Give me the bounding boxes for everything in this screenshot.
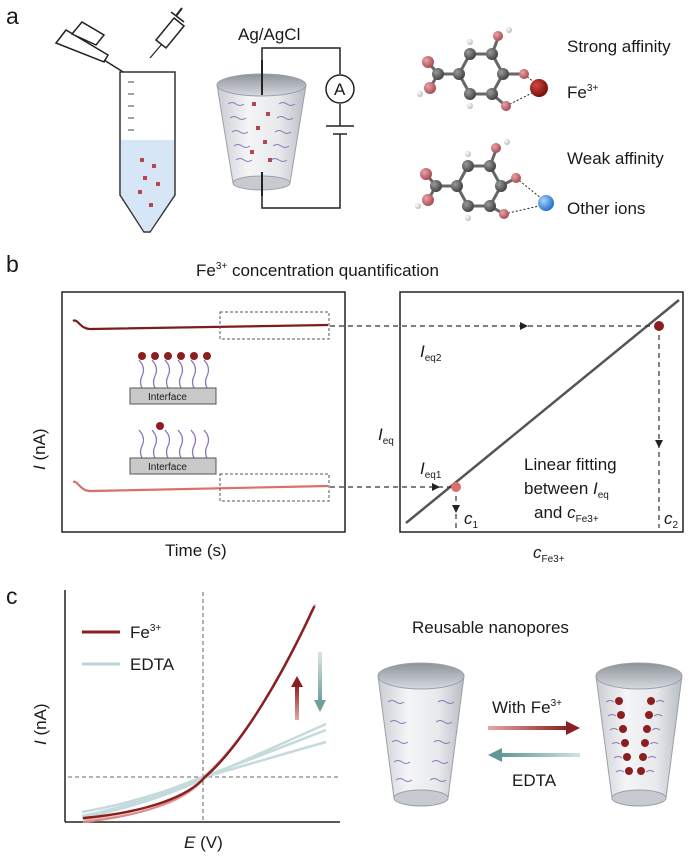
- iv-edta: [81, 722, 327, 820]
- molecule-weak: [415, 139, 554, 221]
- other-ions-label: Other ions: [567, 199, 645, 218]
- nanopore-cup-loaded: [595, 662, 683, 807]
- panel-b-xlabel: Time (s): [165, 541, 227, 560]
- syringe-icon: [149, 7, 186, 59]
- other-ion-ball: [538, 195, 554, 211]
- current-trace-plot: [61, 291, 346, 533]
- panel-c-letter: c: [6, 583, 18, 609]
- panel-c-xlabel: E (V): [184, 833, 223, 852]
- fit-caption-3: and cFe3+: [534, 503, 599, 525]
- c1-label: c1: [464, 509, 479, 531]
- panel-c-ylabel: I (nA): [31, 703, 50, 745]
- ieq1-label: Ieq1: [420, 459, 442, 481]
- panel-a-letter: a: [6, 3, 19, 29]
- legend-fe: Fe3+: [130, 623, 161, 642]
- panel-b-right-xlabel: cFe3+: [533, 543, 565, 565]
- weak-affinity-label: Weak affinity: [567, 149, 664, 168]
- panel-b-ylabel: I (nA): [30, 428, 49, 470]
- nanopore-cup-empty: [377, 662, 465, 807]
- trace-high: [72, 319, 329, 331]
- edta-label: EDTA: [512, 771, 557, 790]
- molecule-strong: [417, 27, 548, 111]
- increase-arrow: [295, 685, 299, 720]
- point-low: [451, 482, 461, 492]
- reverse-arrow: [500, 753, 580, 757]
- point-high: [654, 321, 664, 331]
- panel-b-title: Fe3+ concentration quantification: [196, 261, 439, 280]
- c2-label: c2: [664, 509, 679, 531]
- interface-label: Interface: [148, 462, 187, 473]
- sample-tube: [119, 71, 176, 233]
- interface-saturated: Interface: [129, 352, 217, 405]
- fe-ion-ball: [530, 79, 548, 97]
- decrease-arrow: [318, 652, 322, 702]
- ieq2-label: Ieq2: [420, 342, 442, 364]
- reusable-title: Reusable nanopores: [412, 618, 569, 637]
- trace-low: [72, 480, 329, 493]
- legend-edta: EDTA: [130, 655, 175, 674]
- with-fe-label: With Fe3+: [492, 698, 562, 717]
- fit-caption-2: between Ieq: [524, 479, 609, 501]
- forward-arrow: [488, 726, 568, 730]
- electrode-label: Ag/AgCl: [238, 25, 300, 44]
- window-high: [219, 311, 330, 340]
- interface-label: Interface: [148, 392, 187, 403]
- window-low: [219, 473, 330, 502]
- nanopore-cup: [216, 60, 307, 196]
- pipette-icon: [54, 21, 129, 76]
- interface-sparse: Interface: [129, 422, 217, 475]
- fe-ion-label: Fe3+: [567, 83, 598, 102]
- ieq-axis-label: Ieq: [378, 425, 394, 447]
- strong-affinity-label: Strong affinity: [567, 37, 671, 56]
- ammeter-icon: [325, 74, 355, 104]
- fit-caption-1: Linear fitting: [524, 455, 617, 474]
- iv-fe: [82, 604, 316, 823]
- ammeter-label: A: [334, 80, 346, 99]
- panel-b-letter: b: [6, 251, 19, 277]
